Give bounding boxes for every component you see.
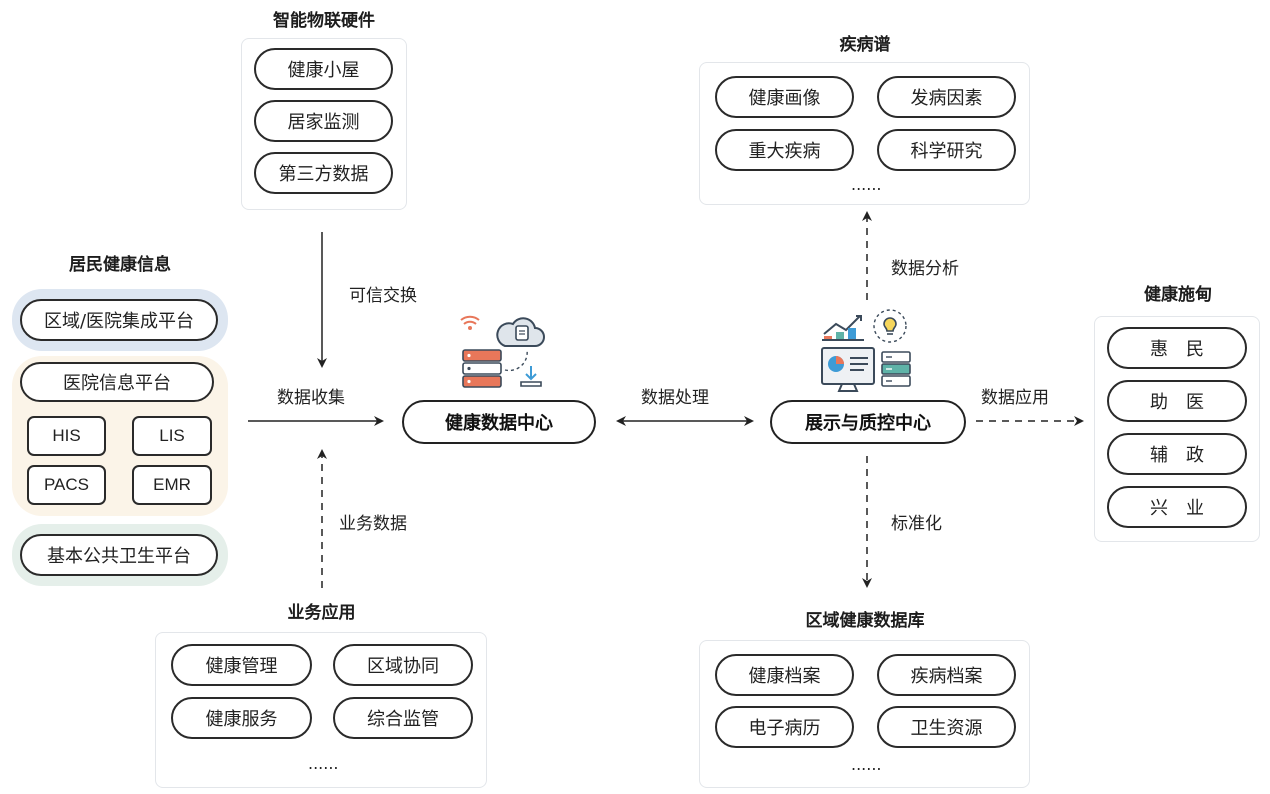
disease-more: ...... <box>851 175 882 194</box>
display-center-illustration <box>821 309 911 392</box>
database-item[interactable]: 疾病档案 <box>877 654 1016 696</box>
governance-item-fuzheng[interactable]: 辅政 <box>1107 433 1247 475</box>
disease-item[interactable]: 科学研究 <box>877 129 1016 171</box>
system-pacs[interactable]: PACS <box>27 465 106 505</box>
database-title: 区域健康数据库 <box>805 611 925 631</box>
label-standardization: 标准化 <box>891 514 942 534</box>
label-trusted-exchange: 可信交换 <box>349 286 417 306</box>
governance-item-xingye[interactable]: 兴业 <box>1107 486 1247 528</box>
regional-platform[interactable]: 区域/医院集成平台 <box>20 299 218 341</box>
governance-item-huimin[interactable]: 惠民 <box>1107 327 1247 369</box>
label-data-analysis: 数据分析 <box>891 259 959 279</box>
disease-item[interactable]: 重大疾病 <box>715 129 854 171</box>
lightbulb-icon <box>873 309 907 343</box>
disease-item[interactable]: 发病因素 <box>877 76 1016 118</box>
database-item[interactable]: 卫生资源 <box>877 706 1016 748</box>
system-emr[interactable]: EMR <box>132 465 212 505</box>
business-item[interactable]: 健康管理 <box>171 644 312 686</box>
display-center-node[interactable]: 展示与质控中心 <box>770 400 966 444</box>
disease-title: 疾病谱 <box>839 35 891 55</box>
label-data-application: 数据应用 <box>981 388 1049 408</box>
public-health-platform[interactable]: 基本公共卫生平台 <box>20 534 218 576</box>
hardware-item[interactable]: 居家监测 <box>254 100 393 142</box>
system-lis[interactable]: LIS <box>132 416 212 456</box>
database-item[interactable]: 电子病历 <box>715 706 854 748</box>
governance-item-zhuyi[interactable]: 助医 <box>1107 380 1247 422</box>
trend-chart-icon <box>822 315 864 341</box>
cloud-document-icon <box>496 317 545 347</box>
business-item[interactable]: 综合监管 <box>333 697 473 739</box>
database-item[interactable]: 健康档案 <box>715 654 854 696</box>
system-his[interactable]: HIS <box>27 416 106 456</box>
hardware-item[interactable]: 第三方数据 <box>254 152 393 194</box>
governance-title: 健康施甸 <box>1144 285 1212 305</box>
disease-item[interactable]: 健康画像 <box>715 76 854 118</box>
download-icon <box>520 366 542 387</box>
business-item[interactable]: 健康服务 <box>171 697 312 739</box>
dashboard-monitor-icon <box>821 347 875 392</box>
server-icon <box>462 349 502 388</box>
hardware-item[interactable]: 健康小屋 <box>254 48 393 90</box>
business-title: 业务应用 <box>287 603 356 623</box>
hospital-platform[interactable]: 医院信息平台 <box>20 362 214 402</box>
label-data-processing: 数据处理 <box>641 388 709 408</box>
resident-title: 居民健康信息 <box>69 255 171 275</box>
business-more: ...... <box>308 754 339 773</box>
label-business-data: 业务数据 <box>339 514 407 534</box>
wifi-icon <box>460 315 480 330</box>
hardware-title: 智能物联硬件 <box>273 11 375 31</box>
database-more: ...... <box>851 755 882 774</box>
server-icon <box>881 351 911 387</box>
label-data-collection: 数据收集 <box>277 388 345 408</box>
data-center-illustration <box>460 315 545 388</box>
data-center-node[interactable]: 健康数据中心 <box>402 400 596 444</box>
business-item[interactable]: 区域协同 <box>333 644 473 686</box>
